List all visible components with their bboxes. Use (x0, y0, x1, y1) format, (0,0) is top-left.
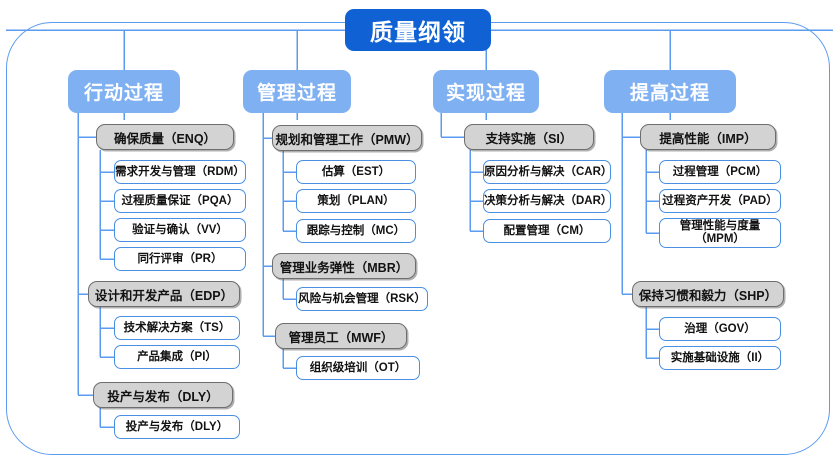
leaf-box-vv[interactable]: 验证与确认（VV） (114, 218, 246, 242)
leaf-box-rdm[interactable]: 需求开发与管理（RDM） (114, 160, 246, 184)
group-box-edp[interactable]: 设计和开发产品（EDP） (88, 281, 240, 307)
column-header-management-process[interactable]: 管理过程 (243, 70, 351, 113)
leaf-box-rsk[interactable]: 风险与机会管理（RSK） (296, 287, 428, 311)
leaf-box-dly-item[interactable]: 投产与发布（DLY） (114, 415, 240, 439)
group-box-si[interactable]: 支持实施（SI） (464, 124, 594, 150)
leaf-box-ii[interactable]: 实施基础设施（II） (659, 346, 781, 370)
group-box-dly[interactable]: 投产与发布（DLY） (93, 382, 233, 408)
leaf-box-pcm[interactable]: 过程管理（PCM） (659, 160, 781, 184)
group-box-mwf[interactable]: 管理员工（MWF） (275, 323, 407, 349)
leaf-box-mc[interactable]: 跟踪与控制（MC） (296, 219, 416, 243)
group-box-mbr[interactable]: 管理业务弹性（MBR） (272, 253, 416, 279)
leaf-box-gov[interactable]: 治理（GOV） (659, 317, 781, 341)
leaf-box-pad[interactable]: 过程资产开发（PAD） (659, 189, 781, 213)
leaf-box-dar[interactable]: 决策分析与解决（DAR） (483, 189, 612, 213)
leaf-box-plan[interactable]: 策划（PLAN） (296, 189, 416, 213)
leaf-box-ts[interactable]: 技术解决方案（TS） (114, 316, 240, 340)
leaf-box-cm[interactable]: 配置管理（CM） (483, 219, 611, 243)
column-header-action-process[interactable]: 行动过程 (68, 70, 180, 113)
group-box-pmw[interactable]: 规划和管理工作（PMW） (272, 125, 422, 151)
leaf-box-pqa[interactable]: 过程质量保证（PQA） (114, 189, 246, 213)
leaf-box-pi[interactable]: 产品集成（PI） (114, 345, 240, 369)
leaf-box-est[interactable]: 估算（EST） (296, 160, 416, 184)
group-box-shp[interactable]: 保持习惯和毅力（SHP） (632, 281, 784, 307)
leaf-box-ot[interactable]: 组织级培训（OT） (296, 356, 420, 380)
column-header-realization-process[interactable]: 实现过程 (433, 70, 539, 113)
group-box-imp[interactable]: 提高性能（IMP） (640, 124, 776, 150)
leaf-box-pr[interactable]: 同行评审（PR） (114, 247, 246, 271)
leaf-box-car[interactable]: 原因分析与解决（CAR） (483, 160, 612, 184)
leaf-box-mpm[interactable]: 管理性能与度量（MPM） (659, 218, 781, 248)
column-header-improvement-process[interactable]: 提高过程 (604, 70, 736, 113)
group-box-enq[interactable]: 确保质量（ENQ） (96, 124, 234, 150)
diagram-title: 质量纲领 (345, 9, 491, 51)
